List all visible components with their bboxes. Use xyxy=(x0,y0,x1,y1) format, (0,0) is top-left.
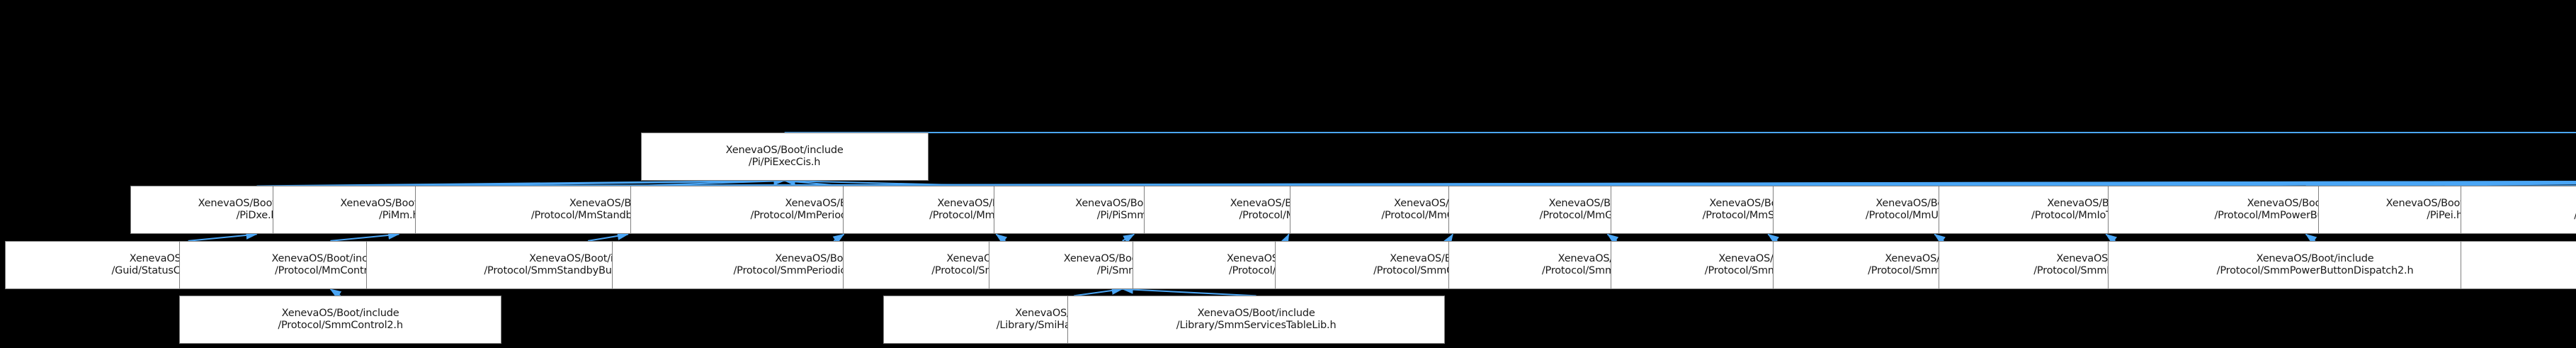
edge-n9-to-n2 xyxy=(783,176,997,187)
edge-n5-to-n2 xyxy=(256,176,785,187)
node-line-1: XenevaOS/Boot/include xyxy=(281,308,399,320)
node-line-2: /PiPei.h xyxy=(2427,210,2463,222)
edge-n9-to-n3 xyxy=(996,181,2576,187)
node-line-2: /Protocol/SmmControl2.h xyxy=(278,320,403,332)
node-line-1: XenevaOS/Boot/include xyxy=(2256,252,2374,264)
edge-n13-to-n3 xyxy=(1607,181,2576,187)
edge-n15-to-n3 xyxy=(1934,181,2576,187)
edge-n32-to-n17 xyxy=(2305,233,2317,245)
edge-n21-to-n6 xyxy=(330,230,400,242)
edge-n36-to-n25 xyxy=(1121,285,1256,297)
edge-n20-to-n5 xyxy=(188,230,258,242)
graph-node-n19[interactable]: XenevaOS/Boot/include/Ppi/SecPlatformInf… xyxy=(2461,186,2576,235)
edge-n22-to-n7 xyxy=(587,232,629,242)
edge-n8-to-n3 xyxy=(844,181,2576,187)
edge-n27-to-n12 xyxy=(1443,233,1453,246)
edge-n14-to-n3 xyxy=(1768,181,2576,187)
edge-n18-to-n4 xyxy=(2444,185,2576,187)
edge-n28-to-n13 xyxy=(1606,233,1619,245)
edge-n12-to-n3 xyxy=(1453,181,2576,187)
edge-n11-to-n3 xyxy=(1288,181,2576,187)
node-line-2: /Ppi/SecPlatformInformation.h xyxy=(2461,210,2576,222)
edge-n5-to-n3 xyxy=(256,181,2576,187)
graph-node-n33[interactable]: XenevaOS/Boot/include/Ppi/SecPlatformInf… xyxy=(2461,240,2576,289)
edge-n6-to-n3 xyxy=(399,181,2576,187)
edge-n34-to-n21 xyxy=(329,288,342,299)
node-line-1: XenevaOS/Boot/include xyxy=(1197,308,1315,320)
graph-node-n2[interactable]: XenevaOS/Boot/include/Pi/PiExecCis.h xyxy=(640,132,929,181)
edge-n7-to-n2 xyxy=(628,176,785,187)
edge-n10-to-n3 xyxy=(1134,181,2576,187)
edge-n6-to-n2 xyxy=(399,176,785,187)
edge-n25-to-n10 xyxy=(1122,233,1135,244)
node-line-2: /PiMm.h xyxy=(379,210,419,222)
graph-node-n34[interactable]: XenevaOS/Boot/include/Protocol/SmmContro… xyxy=(178,296,502,344)
node-line-2: /Pi/PiExecCis.h xyxy=(748,156,821,168)
edge-n8-to-n2 xyxy=(783,177,844,187)
edge-n29-to-n14 xyxy=(1767,233,1779,245)
node-line-1: XenevaOS/Boot/include xyxy=(725,144,844,156)
node-line-2: /PiDxe.h xyxy=(236,210,278,222)
edge-n24-to-n9 xyxy=(995,233,1008,245)
node-line-2: /Library/SmmServicesTableLib.h xyxy=(1176,320,1337,332)
edge-n31-to-n16 xyxy=(2105,233,2118,245)
edge-n26-to-n11 xyxy=(1280,233,1290,246)
edge-n23-to-n8 xyxy=(832,233,845,244)
graph-node-n32[interactable]: XenevaOS/Boot/include/Protocol/SmmPowerB… xyxy=(2107,240,2523,289)
edge-n7-to-n3 xyxy=(628,181,2576,187)
edge-n16-to-n3 xyxy=(2106,182,2576,187)
node-line-1: XenevaOS/Boot/include xyxy=(271,252,390,264)
node-line-2: /Protocol/SmmPowerButtonDispatch2.h xyxy=(2216,264,2414,276)
edge-n30-to-n15 xyxy=(1934,233,1946,245)
node-line-1: XenevaOS/Boot/include xyxy=(2461,253,2576,265)
edge-n35-to-n25 xyxy=(1074,286,1123,297)
edge-n17-to-n3 xyxy=(2305,183,2576,187)
node-line-1: XenevaOS/Boot/include xyxy=(2461,198,2576,210)
node-line-2: /Protocol/MmControl.h xyxy=(274,264,386,276)
node-line-2: /Ppi/SecPlatformInformation2.h xyxy=(2461,265,2576,277)
graph-node-n36[interactable]: XenevaOS/Boot/include/Library/SmmService… xyxy=(1067,296,1446,344)
